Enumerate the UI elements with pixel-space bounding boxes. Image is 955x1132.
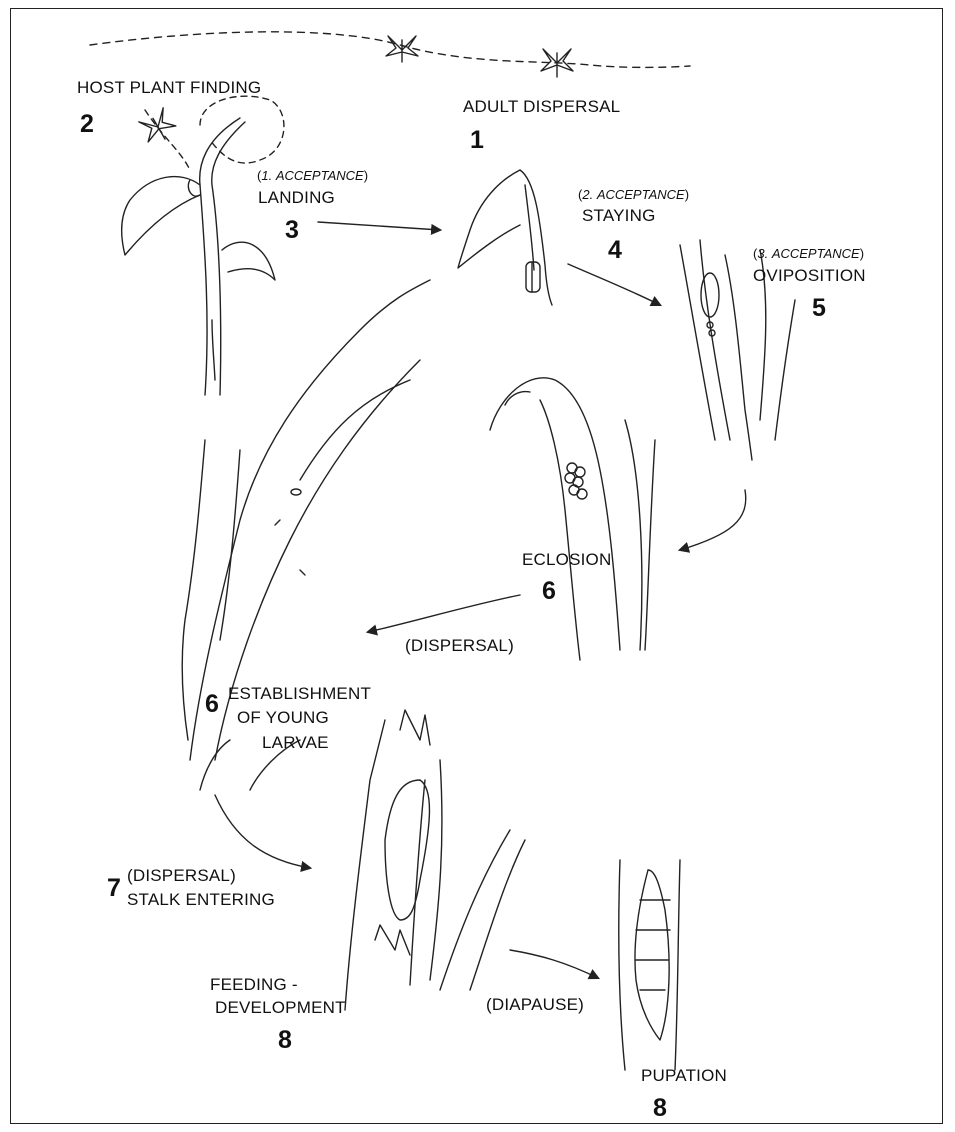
pupation-stalk bbox=[619, 860, 680, 1070]
establishment-line-3: LARVAE bbox=[262, 733, 329, 753]
moth-icon-3 bbox=[137, 107, 179, 147]
arrow-oviposition-to-eclosion bbox=[680, 490, 746, 550]
feeding-number: 8 bbox=[278, 1028, 292, 1053]
feeding-line-2: DEVELOPMENT bbox=[215, 998, 346, 1018]
adult-dispersal-number: 1 bbox=[470, 128, 484, 153]
staying-number: 4 bbox=[608, 238, 622, 263]
landing-acceptance: (1. ACCEPTANCE) bbox=[257, 168, 368, 183]
landing-number: 3 bbox=[285, 218, 299, 243]
diapause-label: (DIAPAUSE) bbox=[486, 995, 584, 1015]
arrow-eclosion-to-establishment bbox=[368, 595, 520, 632]
establishment-line-1: ESTABLISHMENT bbox=[228, 684, 371, 704]
eclosion-number: 6 bbox=[542, 579, 556, 604]
pupation-label: PUPATION bbox=[641, 1066, 727, 1086]
oviposition-label: OVIPOSITION bbox=[753, 266, 866, 286]
host-plant-1 bbox=[122, 118, 275, 395]
arrow-staying-to-oviposition bbox=[568, 264, 660, 305]
pupation-number: 8 bbox=[653, 1096, 667, 1121]
arrow-landing-to-staying bbox=[318, 222, 440, 230]
landing-path bbox=[145, 96, 284, 170]
stalk-entering-number: 7 bbox=[107, 876, 121, 901]
eclosion-plant bbox=[490, 378, 655, 660]
host-plant-finding-number: 2 bbox=[80, 112, 94, 137]
arrow-establishment-to-stalk bbox=[215, 795, 310, 868]
oviposition-acceptance: (3. ACCEPTANCE) bbox=[753, 246, 864, 261]
establishment-line-2: OF YOUNG bbox=[237, 708, 329, 728]
dispersal-label: (DISPERSAL) bbox=[405, 636, 514, 656]
eclosion-label: ECLOSION bbox=[522, 550, 611, 570]
arrow-feeding-to-pupation bbox=[510, 950, 598, 978]
landing-plant bbox=[458, 170, 552, 305]
feeding-stalk bbox=[345, 710, 525, 1010]
adult-dispersal-label: ADULT DISPERSAL bbox=[463, 97, 620, 117]
stalk-entering-line-1: (DISPERSAL) bbox=[127, 866, 236, 886]
staying-label: STAYING bbox=[582, 206, 656, 226]
establishment-number: 6 bbox=[205, 692, 219, 717]
staying-acceptance: (2. ACCEPTANCE) bbox=[578, 187, 689, 202]
landing-label: LANDING bbox=[258, 188, 335, 208]
oviposition-number: 5 bbox=[812, 296, 826, 321]
stalk-entering-line-2: STALK ENTERING bbox=[127, 890, 275, 910]
feeding-line-1: FEEDING - bbox=[210, 975, 298, 995]
host-plant-finding-label: HOST PLANT FINDING bbox=[77, 78, 261, 98]
